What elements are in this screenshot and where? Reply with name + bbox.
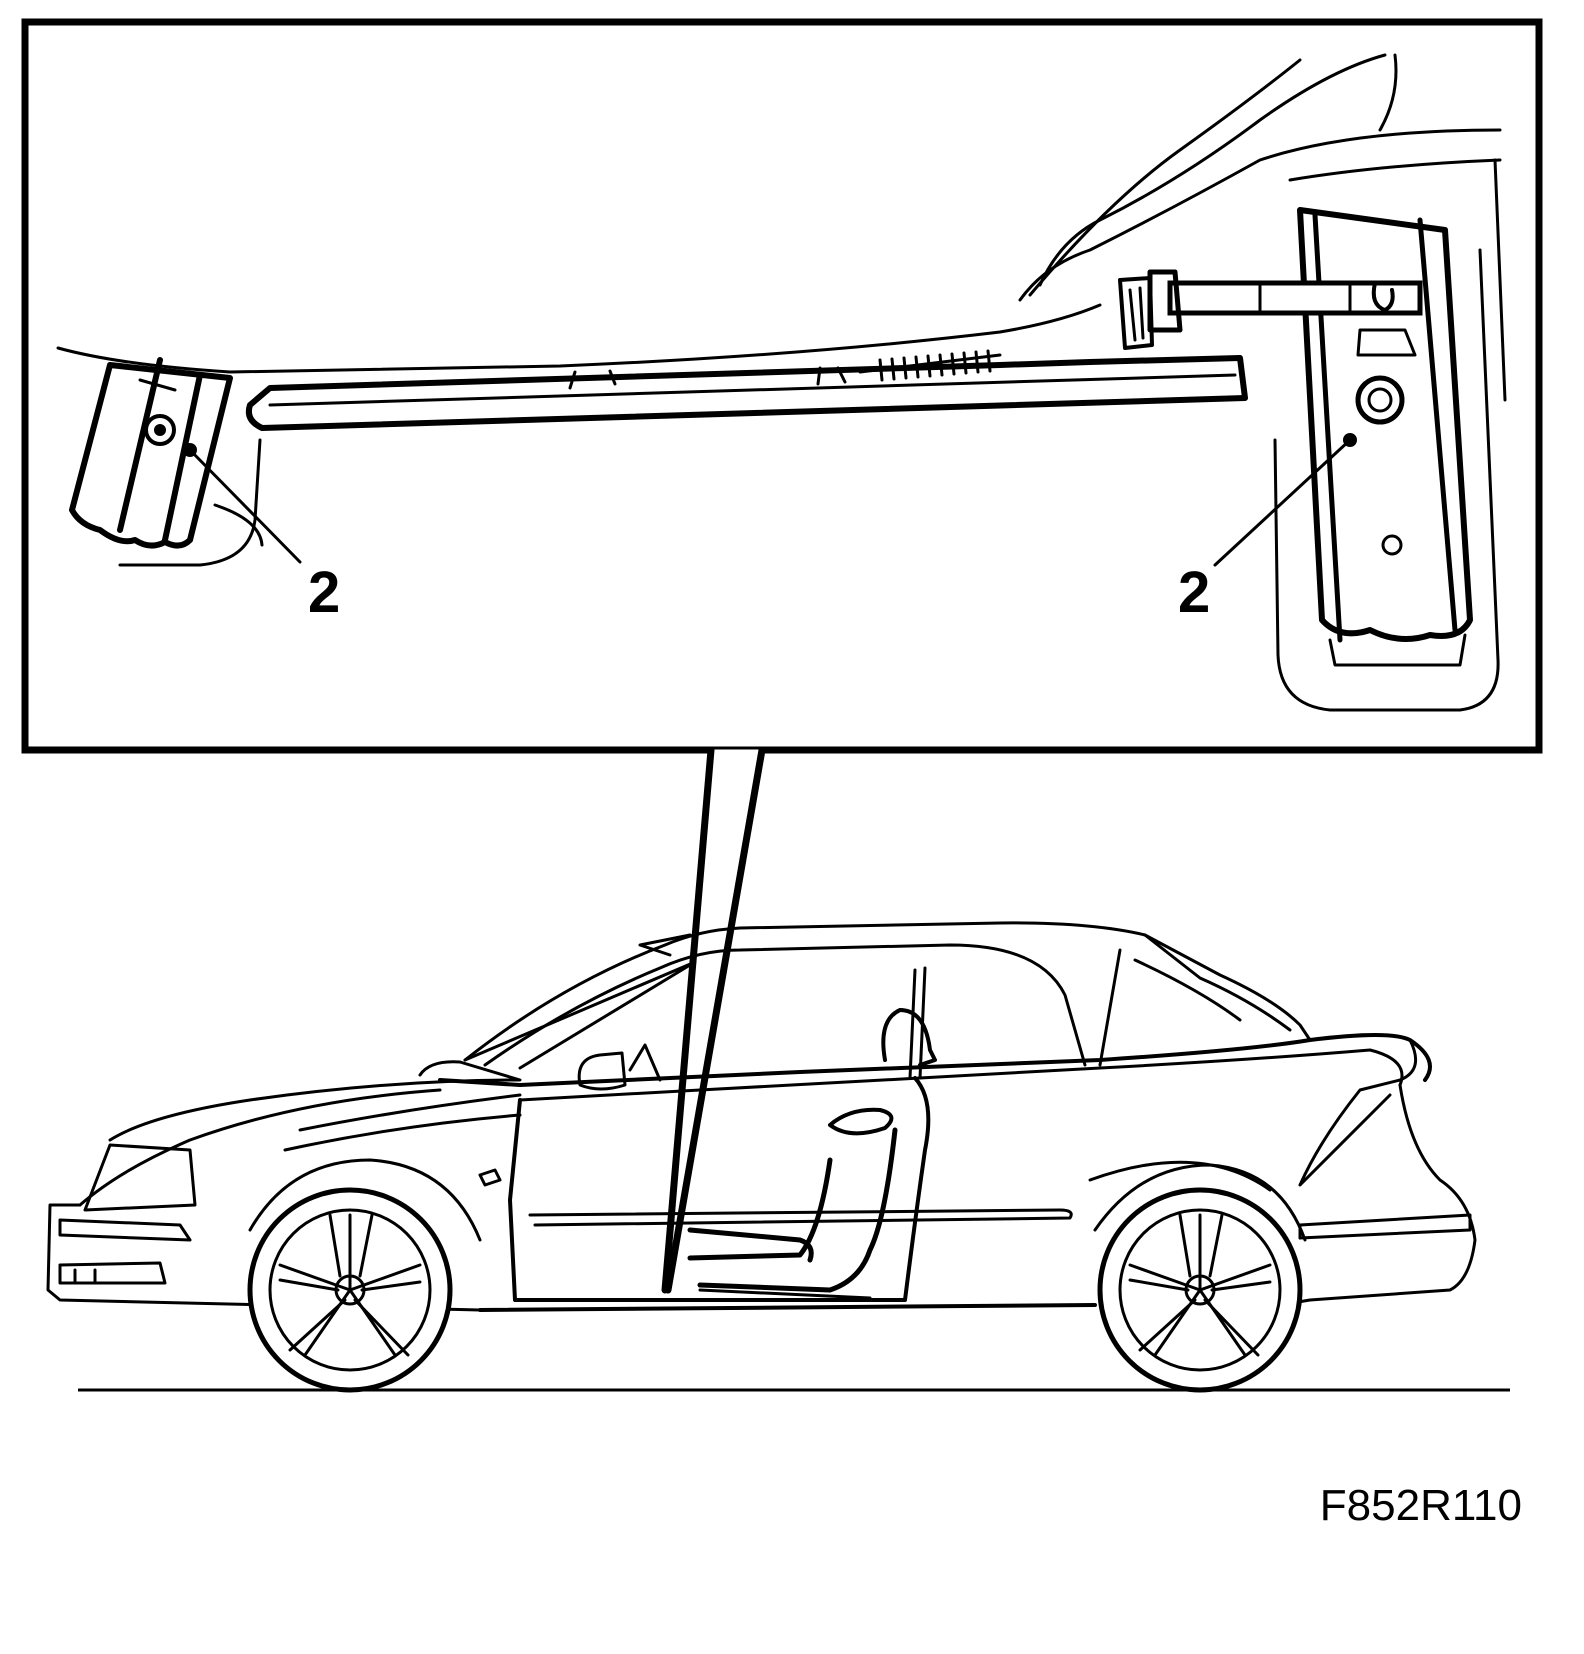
detail-inset: 2 2 <box>21 18 1543 754</box>
seal-ribs <box>878 349 992 382</box>
latch-rod <box>1118 269 1423 350</box>
seal-strip <box>245 349 1248 431</box>
side-mirror <box>577 1051 627 1091</box>
left-pillar <box>69 357 264 567</box>
rear-quarter <box>1298 1038 1418 1187</box>
car-side-view <box>46 921 1510 1393</box>
leader-lines <box>183 433 1357 567</box>
soft-top-fabric <box>56 53 1502 374</box>
front-wheel <box>247 1187 453 1393</box>
soft-top-roof <box>463 921 1312 1062</box>
hood <box>108 1060 522 1142</box>
front-bumper <box>46 1203 482 1312</box>
front-door <box>508 1076 931 1302</box>
door-handle <box>828 1107 894 1136</box>
callout-label-right: 2 <box>1178 560 1210 625</box>
detail-pointer <box>661 746 766 1294</box>
rear-wheel <box>1097 1187 1303 1393</box>
callout-label-left: 2 <box>308 560 340 625</box>
figure-code: F852R110 <box>1320 1481 1522 1530</box>
seat-headrest <box>881 1008 937 1067</box>
